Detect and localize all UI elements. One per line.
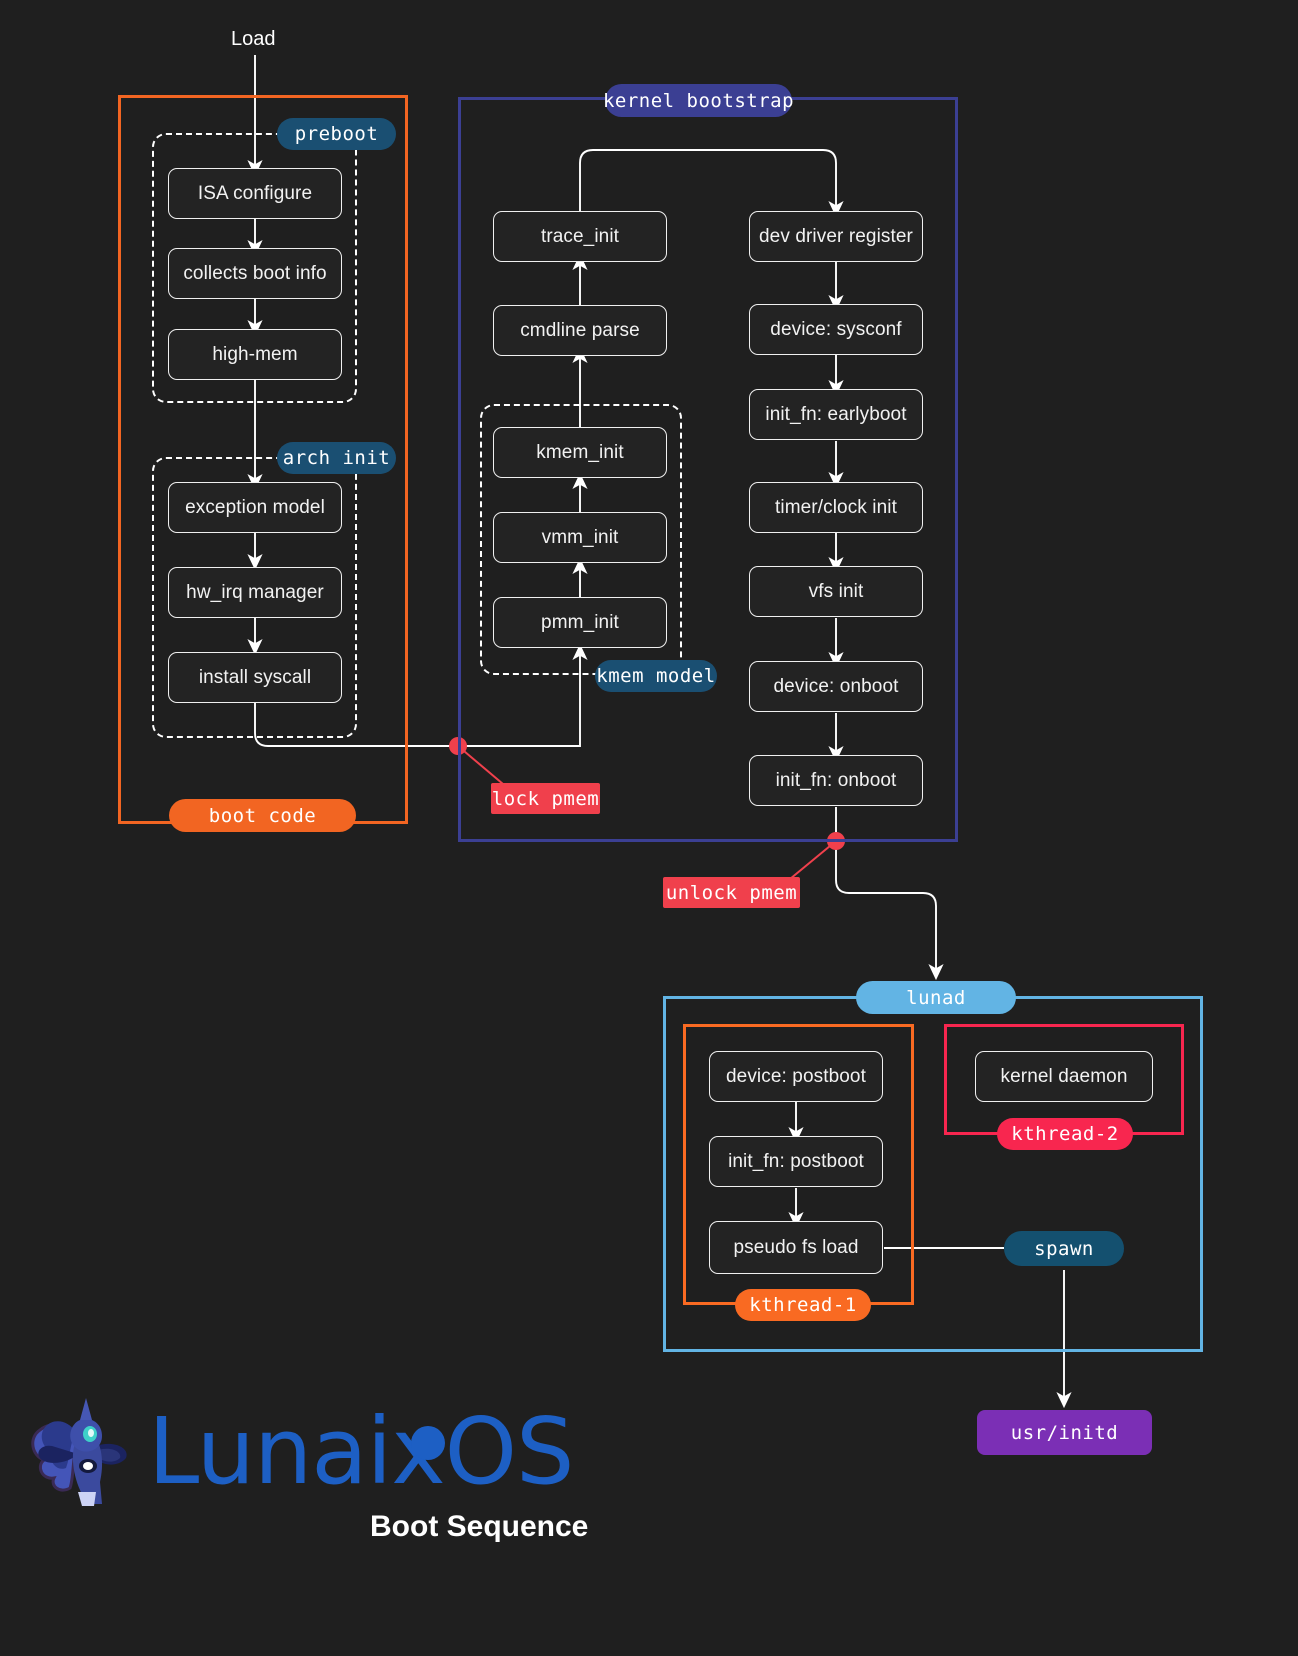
node-vmm-init[interactable]: vmm_init <box>493 512 667 563</box>
node-cmdline-parse[interactable]: cmdline parse <box>493 305 667 356</box>
node-isa-configure[interactable]: ISA configure <box>168 168 342 219</box>
lunaix-logo <box>22 1386 152 1506</box>
node-device-postboot[interactable]: device: postboot <box>709 1051 883 1102</box>
marker-lock-pmem[interactable]: lock pmem <box>491 783 600 814</box>
node-kernel-daemon[interactable]: kernel daemon <box>975 1051 1153 1102</box>
node-hw-irq-manager[interactable]: hw_irq manager <box>168 567 342 618</box>
diagram-caption: Boot Sequence <box>370 1510 589 1543</box>
node-install-syscall[interactable]: install syscall <box>168 652 342 703</box>
node-pseudo-fs-load[interactable]: pseudo fs load <box>709 1221 883 1274</box>
badge-kthread-2[interactable]: kthread-2 <box>997 1118 1133 1150</box>
badge-usr-initd[interactable]: usr/initd <box>977 1410 1152 1455</box>
node-init-fn-postboot[interactable]: init_fn: postboot <box>709 1136 883 1187</box>
node-timer-clock-init[interactable]: timer/clock init <box>749 482 923 533</box>
node-kmem-init[interactable]: kmem_init <box>493 427 667 478</box>
badge-kmem-model[interactable]: kmem model <box>595 660 717 692</box>
group-frame-arch-init <box>152 457 357 738</box>
badge-boot-code[interactable]: boot code <box>169 799 356 832</box>
node-exception-model[interactable]: exception model <box>168 482 342 533</box>
node-init-fn-earlyboot[interactable]: init_fn: earlyboot <box>749 389 923 440</box>
badge-arch-init[interactable]: arch init <box>277 442 396 474</box>
badge-kthread-1[interactable]: kthread-1 <box>735 1289 871 1321</box>
group-frame-preboot <box>152 133 357 403</box>
node-vfs-init[interactable]: vfs init <box>749 566 923 617</box>
luna-pony-icon <box>31 1398 127 1506</box>
node-collects-boot-info[interactable]: collects boot info <box>168 248 342 299</box>
logo-crescent-accent <box>411 1426 445 1460</box>
node-trace-init[interactable]: trace_init <box>493 211 667 262</box>
logo-wordmark: LunaixOS <box>148 1398 574 1505</box>
node-init-fn-onboot[interactable]: init_fn: onboot <box>749 755 923 806</box>
node-high-mem[interactable]: high-mem <box>168 329 342 380</box>
node-pmm-init[interactable]: pmm_init <box>493 597 667 648</box>
node-device-sysconf[interactable]: device: sysconf <box>749 304 923 355</box>
badge-preboot[interactable]: preboot <box>277 118 396 150</box>
node-device-onboot[interactable]: device: onboot <box>749 661 923 712</box>
node-dev-driver-register[interactable]: dev driver register <box>749 211 923 262</box>
badge-kernel-bootstrap[interactable]: kernel bootstrap <box>603 84 794 117</box>
badge-lunad[interactable]: lunad <box>856 981 1016 1014</box>
group-frame-kmem-model <box>480 404 682 675</box>
entry-label: Load <box>231 28 276 50</box>
marker-unlock-pmem[interactable]: unlock pmem <box>663 877 800 908</box>
badge-spawn[interactable]: spawn <box>1004 1231 1124 1266</box>
